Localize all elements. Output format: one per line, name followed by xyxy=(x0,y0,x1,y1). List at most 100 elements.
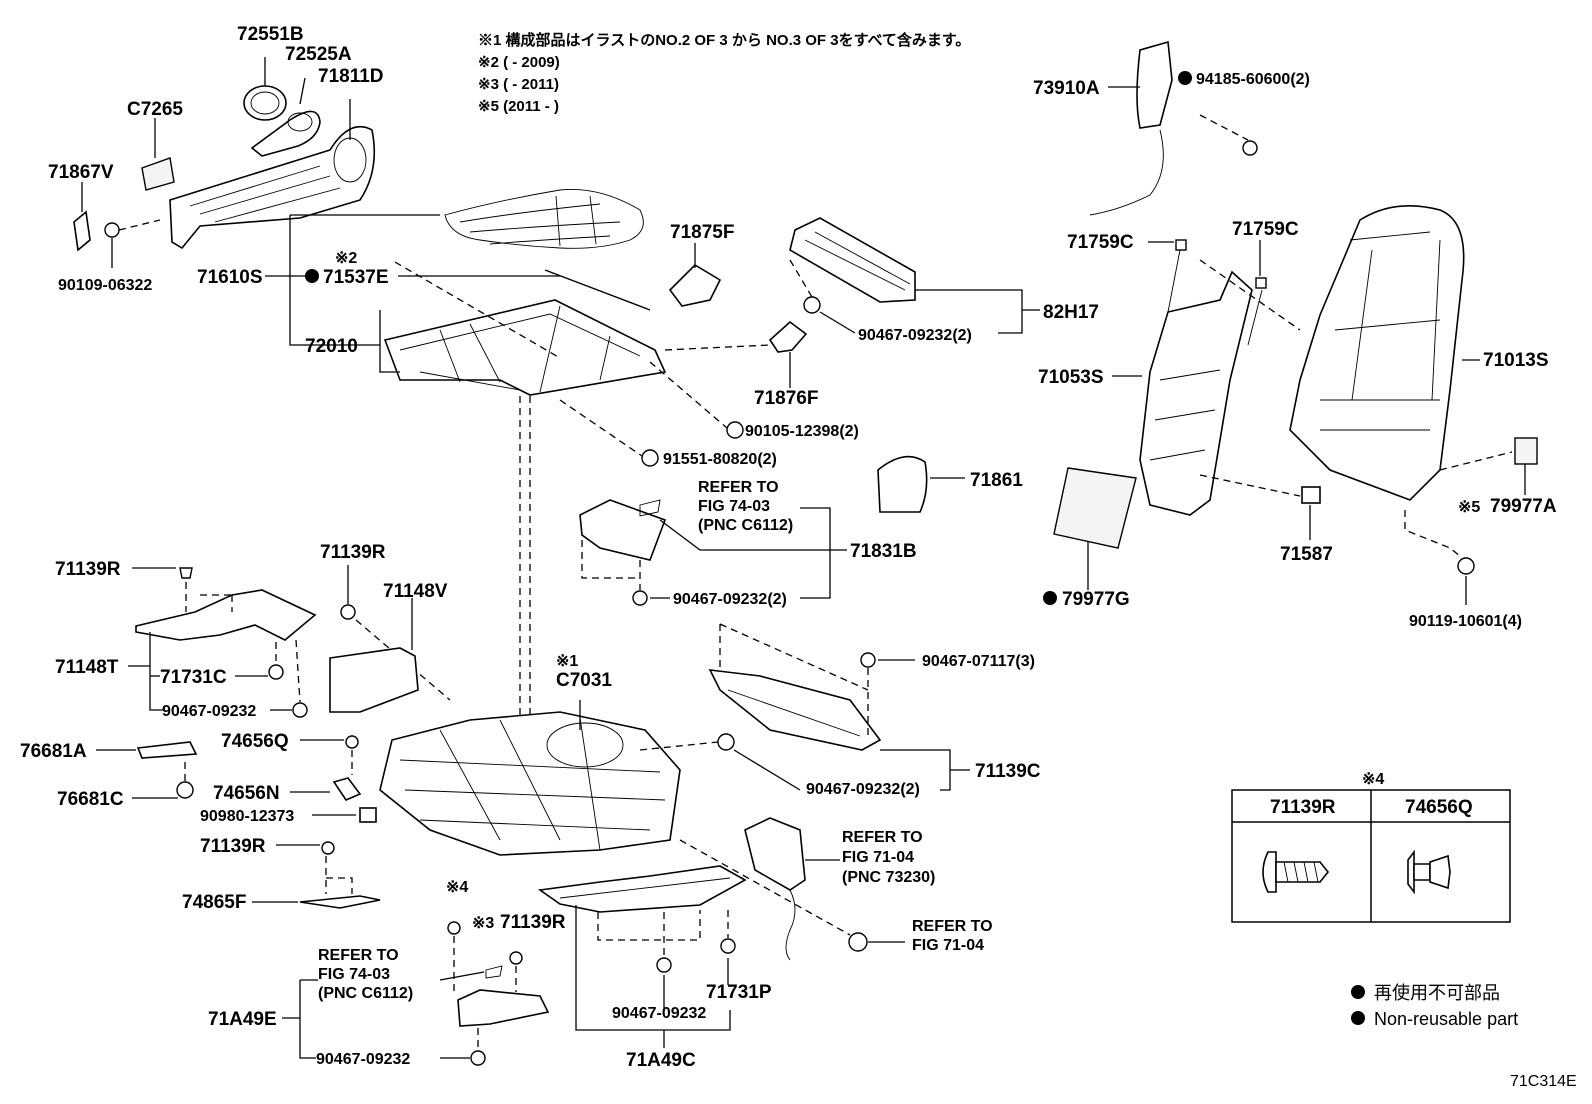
bolt-91551-80820 xyxy=(641,449,659,467)
label-90109-06322: 90109-06322 xyxy=(58,277,152,294)
label-71811D: 71811D xyxy=(318,66,384,87)
clip-76681C xyxy=(176,781,194,799)
figure-code: 71C314E xyxy=(1510,1073,1577,1090)
label-90980-12373: 90980-12373 xyxy=(200,808,294,825)
cover-71148T xyxy=(135,589,317,641)
label-90467-09232-c: 90467-09232 xyxy=(316,1051,410,1068)
label-fig-74-03-b: FIG 74-03 xyxy=(318,966,390,983)
clip-71587 xyxy=(1301,486,1321,504)
mark-4-b: ※4 xyxy=(1362,771,1384,788)
mark-5: ※5 xyxy=(1458,499,1480,516)
label-71731C: 71731C xyxy=(160,667,227,688)
label-71537E: 71537E xyxy=(323,267,389,288)
label-71867V: 71867V xyxy=(48,162,114,183)
bolt-90119-10601 xyxy=(1457,557,1475,575)
label-79977G: 79977G xyxy=(1062,589,1130,610)
label-71A49E: 71A49E xyxy=(208,1009,277,1030)
seat-adjuster-C7031 xyxy=(379,700,719,856)
label-74656N: 74656N xyxy=(213,783,280,804)
clip-71139R-b xyxy=(340,604,356,620)
label-72551B: 72551B xyxy=(237,24,304,45)
non-reusable-dot-94185 xyxy=(1178,71,1192,85)
frame-71013S xyxy=(1289,205,1465,501)
bolt-90467-09232-b xyxy=(656,957,672,973)
label-pnc-c6112-b: (PNC C6112) xyxy=(318,985,413,1002)
label-90105-12398: 90105-12398(2) xyxy=(745,423,859,440)
clip-71139R-e xyxy=(509,951,523,965)
legend-en: Non-reusable part xyxy=(1374,1009,1518,1029)
knob-72525A xyxy=(250,110,321,157)
support-73910A xyxy=(1136,40,1173,129)
cover-71831B-body xyxy=(579,499,667,561)
label-72525A: 72525A xyxy=(285,44,352,65)
note-1: ※1 構成部品はイラストのNO.2 OF 3 から NO.3 OF 3をすべて含… xyxy=(478,31,970,49)
label-71861: 71861 xyxy=(970,470,1023,491)
mark-4-a: ※4 xyxy=(446,879,468,896)
label-71875F: 71875F xyxy=(670,222,734,243)
belt-buckle-group xyxy=(679,817,905,961)
label-94185-60600: 94185-60600(2) xyxy=(1196,71,1310,88)
buckle-73230 xyxy=(744,817,806,891)
adjuster-body xyxy=(379,711,681,856)
notes-block: ※1 構成部品はイラストのNO.2 OF 3 から NO.3 OF 3をすべて含… xyxy=(478,31,970,115)
seat-frame-72010 xyxy=(265,214,808,820)
clip-71139R-icon xyxy=(1262,851,1330,893)
non-reusable-dot-71537E xyxy=(305,269,319,283)
label-C7031: C7031 xyxy=(556,670,612,691)
nut-94185-60600 xyxy=(1242,140,1258,156)
label-90119-10601: 90119-10601(4) xyxy=(1409,613,1522,630)
label-71587: 71587 xyxy=(1280,544,1333,565)
clip-74656Q xyxy=(345,735,359,749)
label-73910A: 73910A xyxy=(1033,78,1100,99)
bolt-90105-12398 xyxy=(726,421,744,439)
knob-72551B xyxy=(243,85,287,121)
label-71610S: 71610S xyxy=(197,267,263,288)
label-71831B: 71831B xyxy=(850,541,917,562)
rail-cover-body xyxy=(789,217,916,303)
note-3: ※3 ( - 2011) xyxy=(478,76,559,93)
label-refer-71-04-a: REFER TO xyxy=(842,829,923,846)
bolt-90467-09232-82H17 xyxy=(803,296,821,314)
label-71139R-b: 71139R xyxy=(320,542,386,563)
label-82H17: 82H17 xyxy=(1043,302,1099,323)
label-refer-74-03-a: REFER TO xyxy=(698,479,779,496)
clip-74656N xyxy=(332,777,362,801)
label-71759C-b: 71759C xyxy=(1232,219,1299,240)
label-90467-09232-2-a: 90467-09232(2) xyxy=(858,327,972,344)
label-90467-09232-2-b: 90467-09232(2) xyxy=(673,591,787,608)
clip-71759C-a xyxy=(1175,239,1187,251)
bolt-90109-06322 xyxy=(104,222,120,238)
non-reusable-dot-79977G xyxy=(1043,591,1057,605)
label-90467-09232-2-c: 90467-09232(2) xyxy=(806,781,920,798)
table-col-74656Q: 74656Q xyxy=(1405,797,1473,818)
part-74865F xyxy=(299,895,381,909)
bolt-71731P xyxy=(720,938,736,954)
cover-71139C xyxy=(708,623,970,791)
cover-71A49E xyxy=(282,921,550,1066)
legend: 再使用不可部品 Non-reusable part xyxy=(1351,983,1518,1029)
cover-71A49C xyxy=(537,865,747,1048)
legend-dot-icon-2 xyxy=(1351,1011,1365,1025)
label-74656Q: 74656Q xyxy=(221,731,289,752)
mark-3: ※3 xyxy=(472,915,494,932)
cover-71148V xyxy=(329,647,419,713)
label-pnc-73230: (PNC 73230) xyxy=(842,869,935,886)
frame-71053S xyxy=(1139,270,1253,516)
clip-71139R-a xyxy=(179,567,193,579)
clip-71139R-d xyxy=(447,921,461,935)
label-79977A xyxy=(1514,437,1538,465)
cover-71A49E-body xyxy=(457,989,550,1027)
bolt-buckle xyxy=(848,932,868,952)
bracket-71875F xyxy=(668,263,722,307)
pad-C7265 xyxy=(141,157,175,191)
left-covers-group xyxy=(96,565,451,909)
cover-71139C-body xyxy=(708,669,882,751)
label-refer-74-03-b: REFER TO xyxy=(318,947,399,964)
side-shield-71811D xyxy=(169,125,376,250)
label-fig-71-04-b: FIG 71-04 xyxy=(912,937,984,954)
legend-dot-icon xyxy=(1351,985,1365,999)
label-71053S: 71053S xyxy=(1038,367,1104,388)
connector-90980-12373 xyxy=(359,807,377,823)
seat-frame-body xyxy=(383,299,667,396)
